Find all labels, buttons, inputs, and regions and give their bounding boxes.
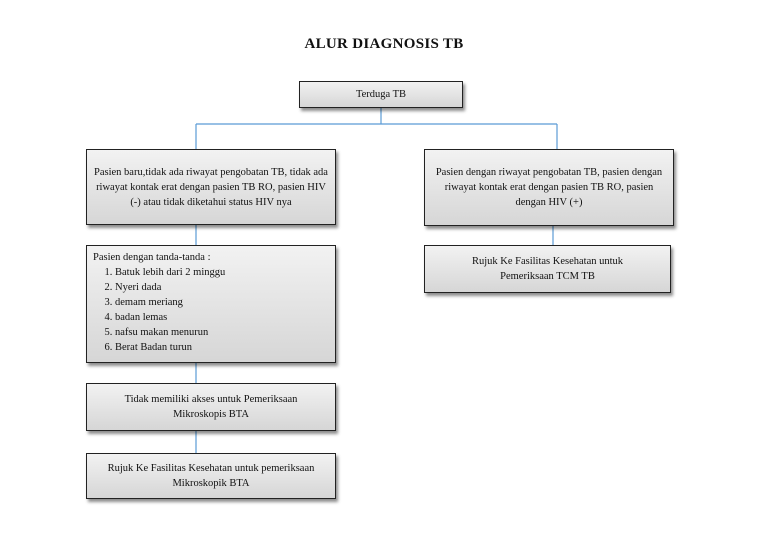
symptom-item: Nyeri dada — [115, 280, 329, 295]
symptom-item: Batuk lebih dari 2 minggu — [115, 265, 329, 280]
symptom-item: Berat Badan turun — [115, 340, 329, 355]
node-terduga-tb-label: Terduga TB — [355, 89, 407, 100]
node-symptoms: Pasien dengan tanda-tanda : Batuk lebih … — [86, 245, 336, 363]
symptom-item: nafsu makan menurun — [115, 325, 329, 340]
symptoms-list: Batuk lebih dari 2 minggu Nyeri dada dem… — [93, 265, 329, 355]
node-terduga-tb: Terduga TB — [299, 81, 463, 108]
node-left-criteria: Pasien baru,tidak ada riwayat pengobatan… — [86, 149, 336, 225]
symptoms-heading: Pasien dengan tanda-tanda : — [93, 252, 211, 263]
node-refer-tcm: Rujuk Ke Fasilitas Kesehatan untuk Pemer… — [424, 245, 671, 293]
node-left-criteria-label: Pasien baru,tidak ada riwayat pengobatan… — [94, 166, 328, 208]
diagram-title: ALUR DIAGNOSIS TB — [304, 36, 464, 52]
node-refer-bta-label: Rujuk Ke Fasilitas Kesehatan untuk pemer… — [107, 463, 315, 489]
node-right-criteria: Pasien dengan riwayat pengobatan TB, pas… — [424, 149, 674, 226]
node-right-criteria-label: Pasien dengan riwayat pengobatan TB, pas… — [435, 167, 663, 208]
node-refer-tcm-label: Rujuk Ke Fasilitas Kesehatan untuk Pemer… — [471, 256, 624, 282]
node-no-access-bta: Tidak memiliki akses untuk Pemeriksaan M… — [86, 383, 336, 431]
symptom-item: demam meriang — [115, 295, 329, 310]
node-no-access-bta-label: Tidak memiliki akses untuk Pemeriksaan M… — [124, 394, 298, 420]
symptom-item: badan lemas — [115, 310, 329, 325]
node-refer-bta: Rujuk Ke Fasilitas Kesehatan untuk pemer… — [86, 453, 336, 499]
